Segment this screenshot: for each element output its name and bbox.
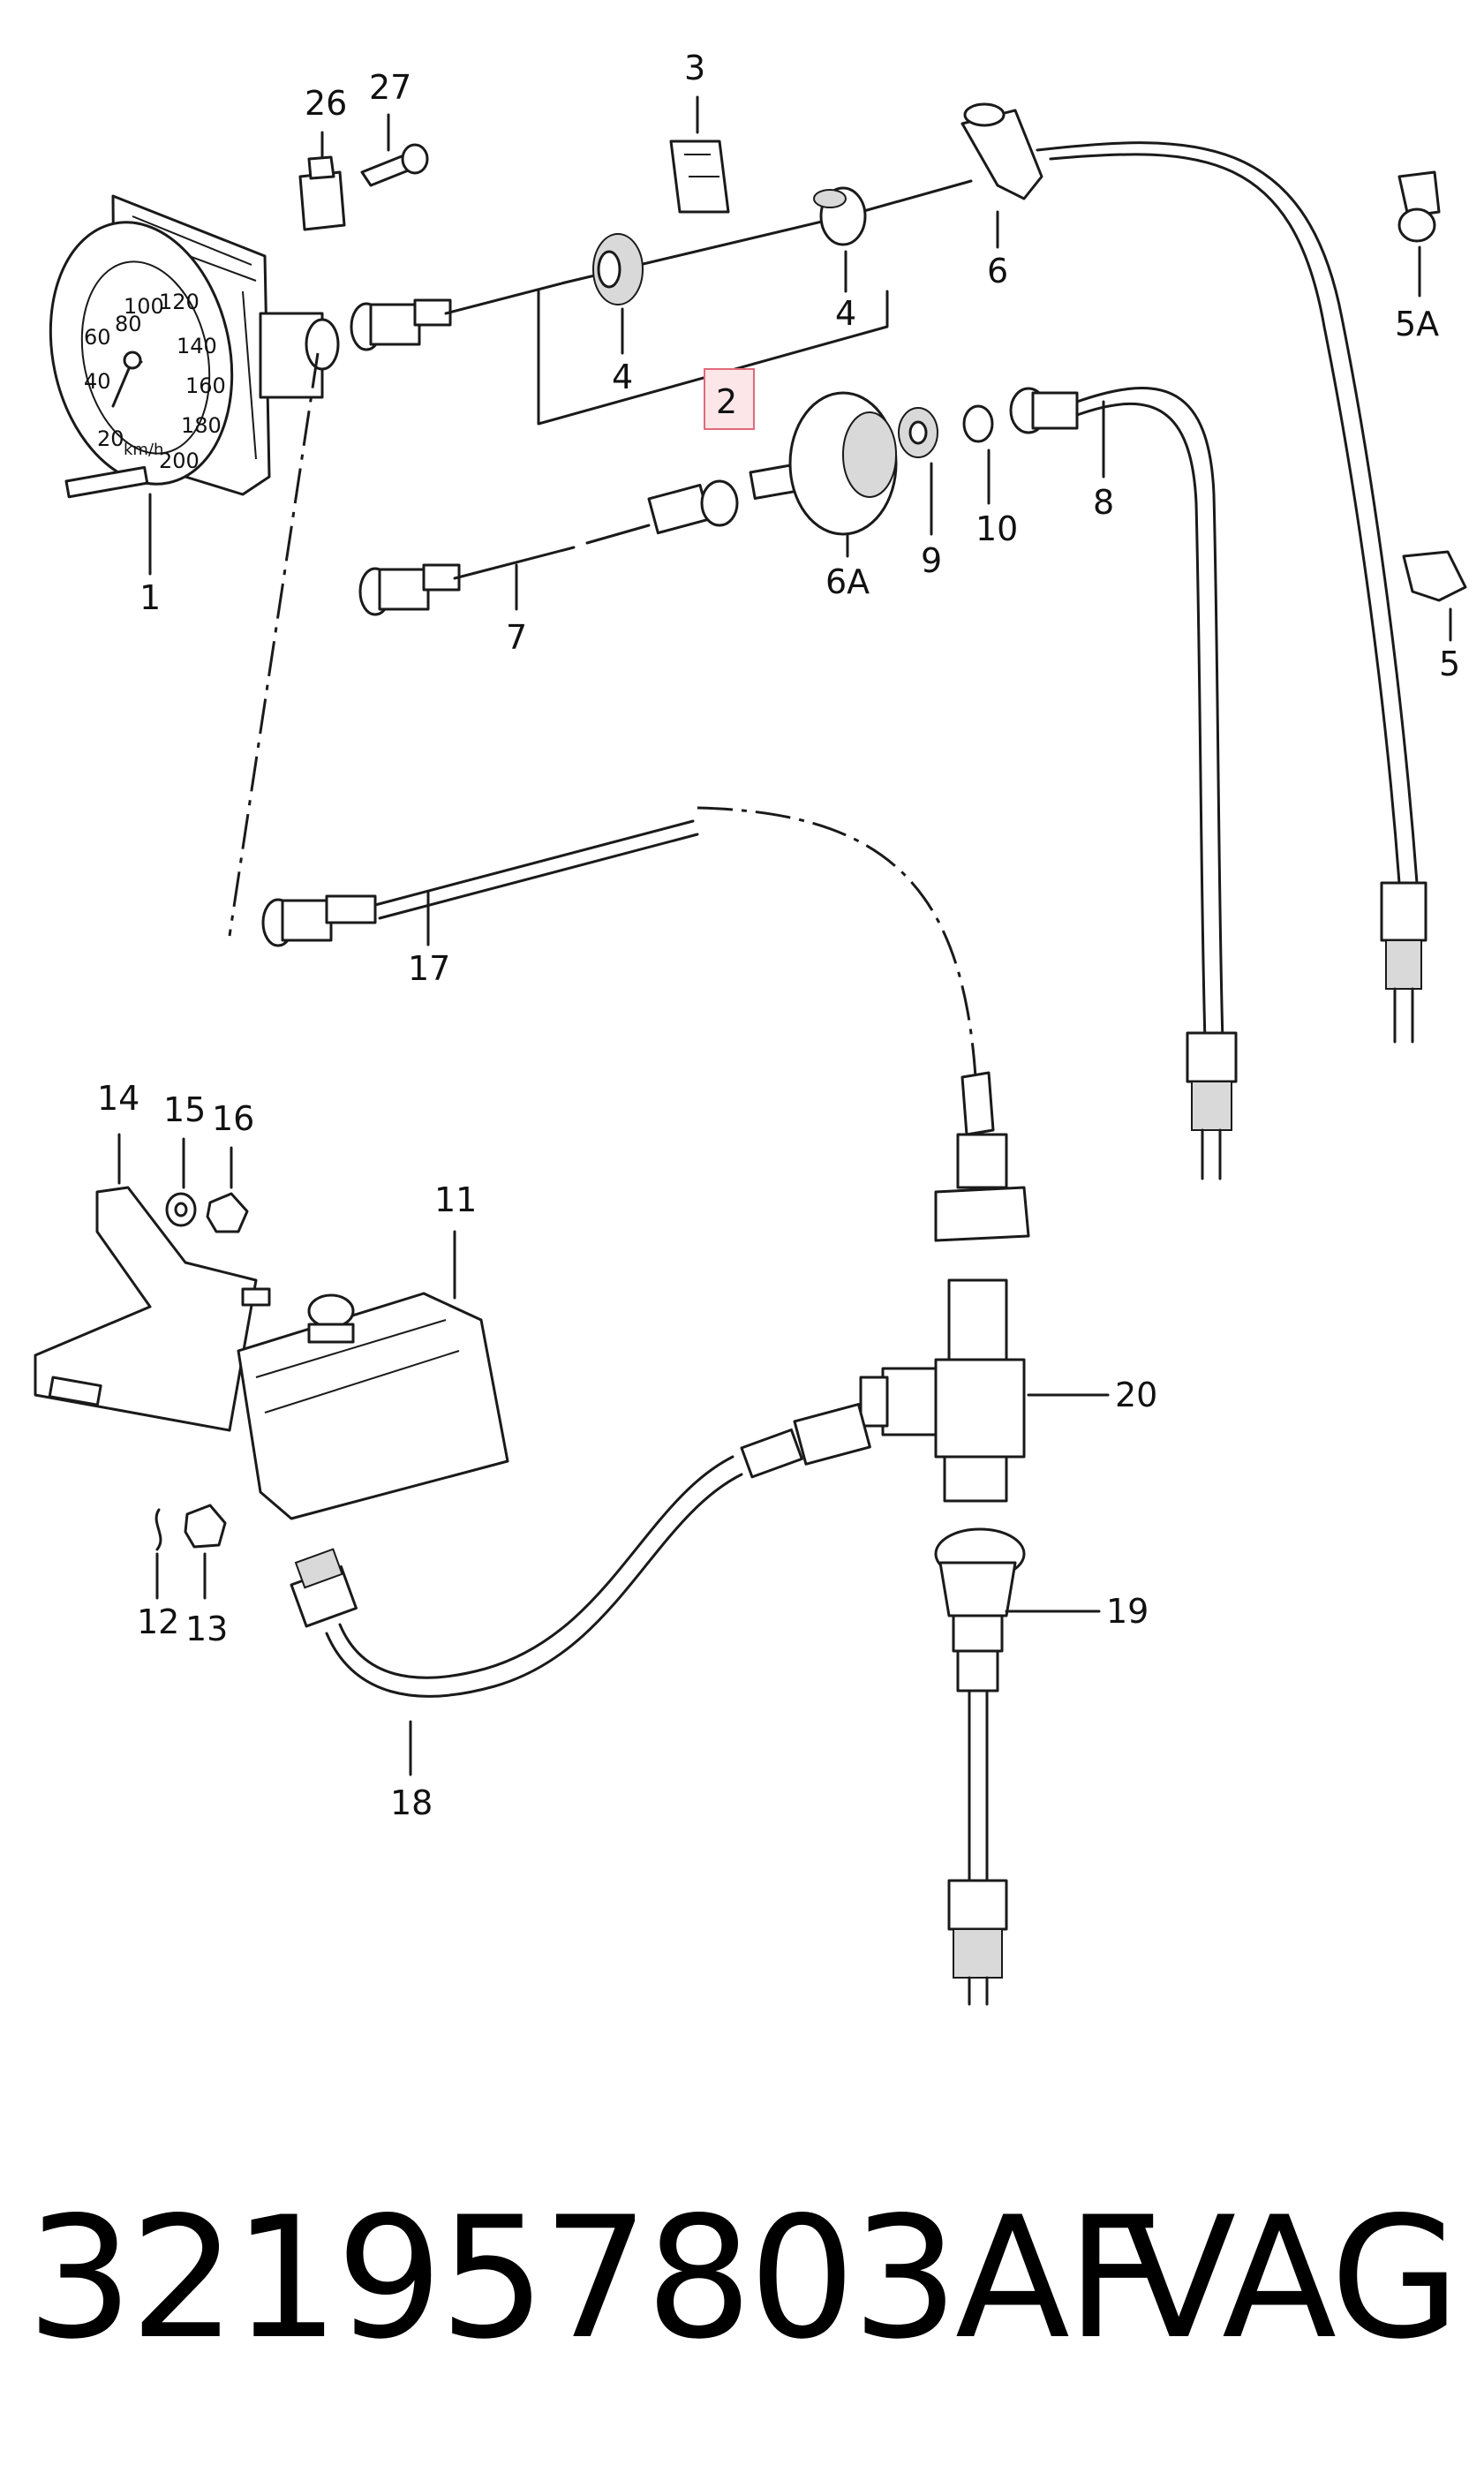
gauge-tick-180: 180 [181, 413, 222, 438]
speedometer-instrument: 100 60 80 40 20 120 140 160 180 200 km/h… [49, 194, 340, 617]
unit-11: 11 [237, 1180, 509, 1520]
callout-16: 16 [212, 1099, 254, 1138]
bracket-14: 14 [34, 1079, 271, 1432]
callout-5: 5 [1439, 645, 1460, 683]
callout-6: 6 [987, 252, 1008, 290]
callout-6a: 6A [825, 562, 870, 601]
brand-name: VAG [1121, 2181, 1460, 2376]
gauge-tick-20: 20 [97, 426, 124, 451]
nut-16: 16 [206, 1099, 254, 1233]
callout-20: 20 [1115, 1376, 1157, 1414]
housing-6a: 6A [749, 391, 898, 601]
gauge-tick-100: 100 [124, 294, 164, 319]
washer-15: 15 [163, 1090, 206, 1227]
upper-speedo-cable: 3 4 4 2 [350, 49, 973, 430]
callout-4-left: 4 [612, 358, 633, 396]
gauge-tick-140: 140 [177, 334, 217, 358]
cable-17: 17 [261, 819, 699, 988]
cable-7: 7 [358, 479, 739, 657]
gauge-unit: km/h [124, 441, 163, 459]
gauge-tick-200: 200 [159, 449, 200, 473]
sender-20: 20 [859, 1071, 1157, 1503]
screw-27: 27 [360, 68, 429, 187]
callout-19: 19 [1106, 1592, 1149, 1631]
callout-13: 13 [185, 1610, 228, 1648]
clip-6-and-cable: 6 [960, 102, 1428, 1044]
cable-8: 8 [1009, 387, 1238, 1180]
callout-18: 18 [390, 1783, 433, 1822]
callout-5a: 5A [1395, 305, 1439, 343]
callout-8: 8 [1093, 483, 1114, 522]
callout-7: 7 [506, 618, 527, 657]
cable-18: 18 [290, 1403, 871, 1822]
callout-12: 12 [137, 1602, 179, 1641]
washer-9: 9 [898, 407, 942, 580]
gauge-tick-40: 40 [84, 369, 111, 394]
callout-14: 14 [97, 1079, 139, 1118]
exploded-parts-diagram: 100 60 80 40 20 120 140 160 180 200 km/h… [34, 49, 1467, 2006]
callout-3: 3 [684, 49, 705, 87]
washer-10: 10 [962, 404, 1018, 548]
callout-2: 2 [716, 382, 737, 421]
callout-17: 17 [408, 949, 450, 988]
clip-26: 26 [298, 84, 347, 231]
dashed-link-upper [228, 352, 320, 937]
nut-13: 13 [184, 1504, 228, 1648]
callout-1: 1 [139, 578, 161, 617]
callout-10: 10 [976, 509, 1018, 548]
callout-27: 27 [369, 68, 411, 107]
gauge-tick-120: 120 [159, 290, 200, 314]
gauge-tick-80: 80 [115, 312, 142, 336]
clip-5: 5 [1402, 550, 1467, 683]
callout-11: 11 [434, 1180, 477, 1219]
gauge-tick-160: 160 [185, 373, 226, 398]
callout-26: 26 [305, 84, 347, 123]
part-number: 321957803AF [26, 2181, 1163, 2376]
callout-15: 15 [163, 1090, 206, 1129]
callout-2-highlight[interactable]: 2 [704, 368, 755, 430]
footer: 321957803AF VAG [26, 2181, 1460, 2401]
screw-12: 12 [137, 1508, 179, 1641]
callout-9: 9 [921, 541, 942, 580]
callout-4-right: 4 [835, 294, 856, 333]
clip-5a: 5A [1395, 170, 1441, 343]
adapter-19: 19 [934, 1527, 1149, 2006]
gauge-tick-60: 60 [84, 325, 111, 350]
dashed-link-17-to-20 [697, 806, 977, 1078]
